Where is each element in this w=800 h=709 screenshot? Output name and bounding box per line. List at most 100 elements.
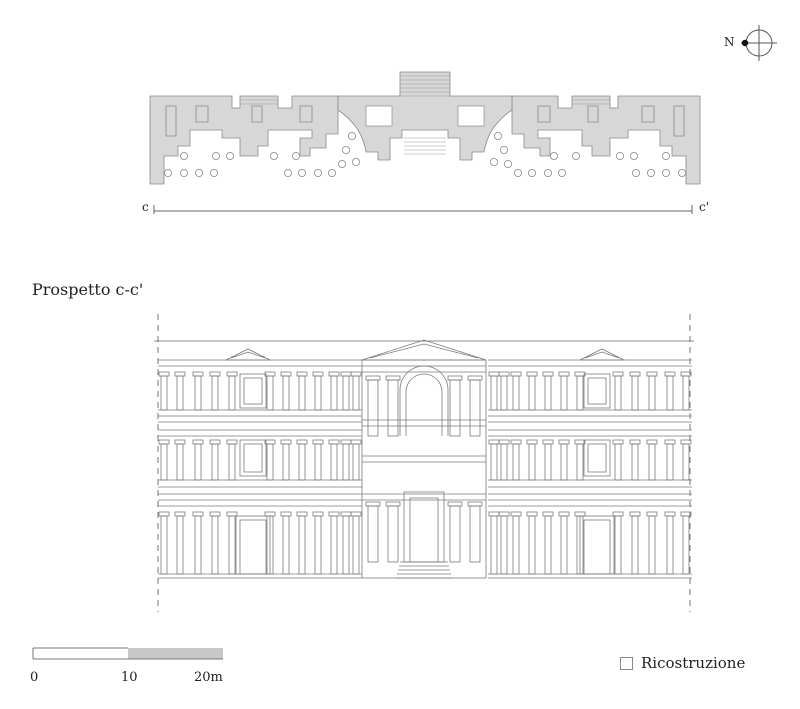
elevation-column [352,443,360,481]
column-capital [542,371,554,377]
elevation-column [282,515,290,575]
plan-column [662,168,671,177]
elevation-column [194,375,202,411]
plan-column [225,151,234,160]
column-capital [158,439,170,445]
column-capital [526,511,538,517]
column-capital [158,371,170,377]
central-column-capital [467,501,483,507]
column-capital [646,439,658,445]
column-capital [264,511,276,517]
elevation-column [298,375,306,411]
central-column [367,379,379,437]
column-capital [350,511,362,517]
column-capital [629,439,641,445]
column-capital [488,511,500,517]
north-compass-icon [741,25,777,61]
column-capital [510,439,522,445]
column-capital [574,439,586,445]
elevation-column [314,443,322,481]
column-capital [192,371,204,377]
column-capital [498,439,510,445]
central-column-capital [447,501,463,507]
central-column [367,505,379,563]
pediment [579,348,625,361]
plan-column [337,159,346,168]
elevation-column [648,515,656,575]
doorway-inner [583,519,611,575]
column-capital [498,511,510,517]
scale-label-10: 10 [121,670,138,685]
elevation-column [490,443,498,481]
elevation-column [682,443,690,481]
plan-room [365,105,393,127]
wall-panel-inner [587,377,607,405]
plan-column [313,168,322,177]
elevation-column [500,375,508,411]
central-arch [399,365,449,436]
plan-column [489,157,498,166]
plan-column [503,159,512,168]
central-doorway-inner [409,497,439,563]
central-column [387,379,399,437]
column-capital [680,439,692,445]
column-capital [312,371,324,377]
column-capital [226,439,238,445]
plan-column [347,131,356,140]
column-capital [174,511,186,517]
column-capital [646,511,658,517]
doorway-inner [239,519,267,575]
scale-bar [32,647,223,660]
elevation-left-wing [158,348,625,579]
column-capital [328,371,340,377]
elevation-column [631,375,639,411]
elevation-column [544,515,552,575]
plan-column [572,151,581,160]
elevation-column [342,515,350,575]
plan-column [550,151,559,160]
elevation-column [666,443,674,481]
plan-column [678,168,687,177]
central-column-capital [365,501,381,507]
column-capital [174,439,186,445]
elevation-column [194,443,202,481]
elevation-column [282,375,290,411]
central-pediment-inner [369,343,479,359]
plan-column [291,151,300,160]
elevation-column [666,375,674,411]
column-capital [209,371,221,377]
elevation-column [176,515,184,575]
elevation-column [176,375,184,411]
elevation-column [512,375,520,411]
plan-column [283,168,292,177]
elevation-column [528,443,536,481]
plan-column [269,151,278,160]
column-capital [664,439,676,445]
central-column-capital [365,375,381,381]
central-column [387,505,399,563]
central-column [469,379,481,437]
column-capital [612,511,624,517]
plan-column [211,151,220,160]
elevation-column [560,443,568,481]
elevation-column [560,515,568,575]
column-capital [280,371,292,377]
elevation-column [576,375,584,411]
column-capital [174,371,186,377]
plan-view [149,71,701,214]
column-capital [629,371,641,377]
elevation-column [682,375,690,411]
column-capital [510,371,522,377]
pediment-inner [584,351,620,359]
column-capital [226,511,238,517]
column-capital [488,371,500,377]
plan-column [163,168,172,177]
elevation-column [228,515,236,575]
scale-label-20m: 20m [194,670,223,685]
column-capital [328,511,340,517]
central-column-capital [385,375,401,381]
column-capital [558,439,570,445]
elevation-column [500,443,508,481]
plan-column [209,168,218,177]
column-capital [574,511,586,517]
